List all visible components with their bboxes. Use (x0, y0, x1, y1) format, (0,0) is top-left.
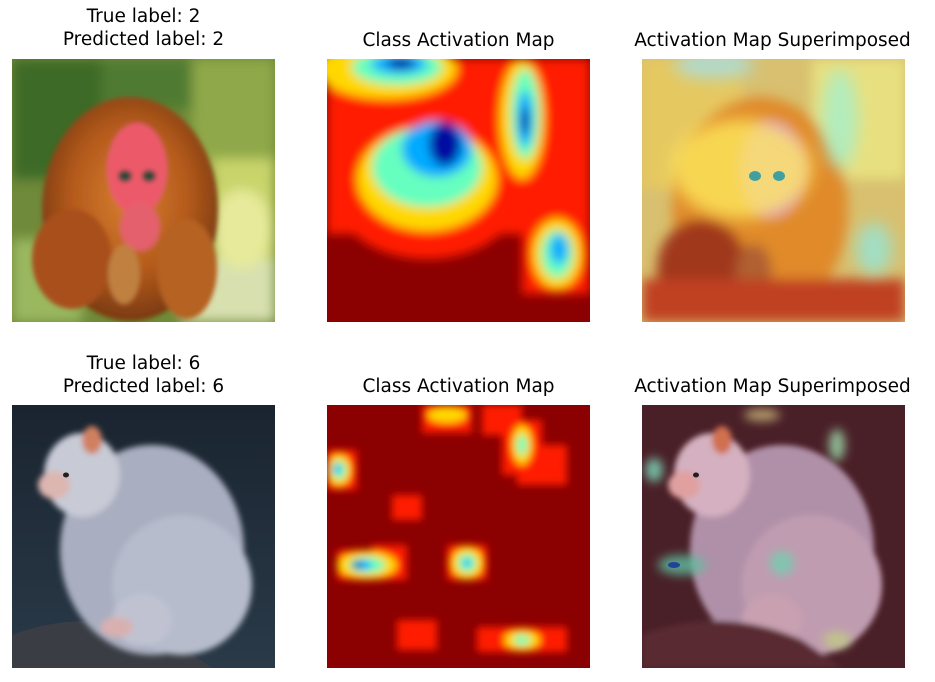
row2-overlay-title: Activation Map Superimposed (634, 376, 911, 397)
row1-predicted-label: Predicted label: 2 (62, 29, 225, 50)
row1-cam-title: Class Activation Map (362, 30, 555, 51)
row2-cam-title: Class Activation Map (362, 376, 555, 397)
row1-activation-map-superimposed (642, 59, 905, 322)
row2-true-label: True label: 6 (86, 353, 201, 374)
row2-class-activation-map (327, 405, 590, 668)
row2-predicted-label: Predicted label: 6 (62, 376, 225, 397)
row2-original-image (12, 405, 275, 668)
row1-original-image (12, 59, 275, 322)
row1-overlay-title: Activation Map Superimposed (634, 30, 911, 51)
row1-class-activation-map (327, 59, 590, 322)
row1-true-label: True label: 2 (86, 6, 201, 27)
row2-activation-map-superimposed (642, 405, 905, 668)
